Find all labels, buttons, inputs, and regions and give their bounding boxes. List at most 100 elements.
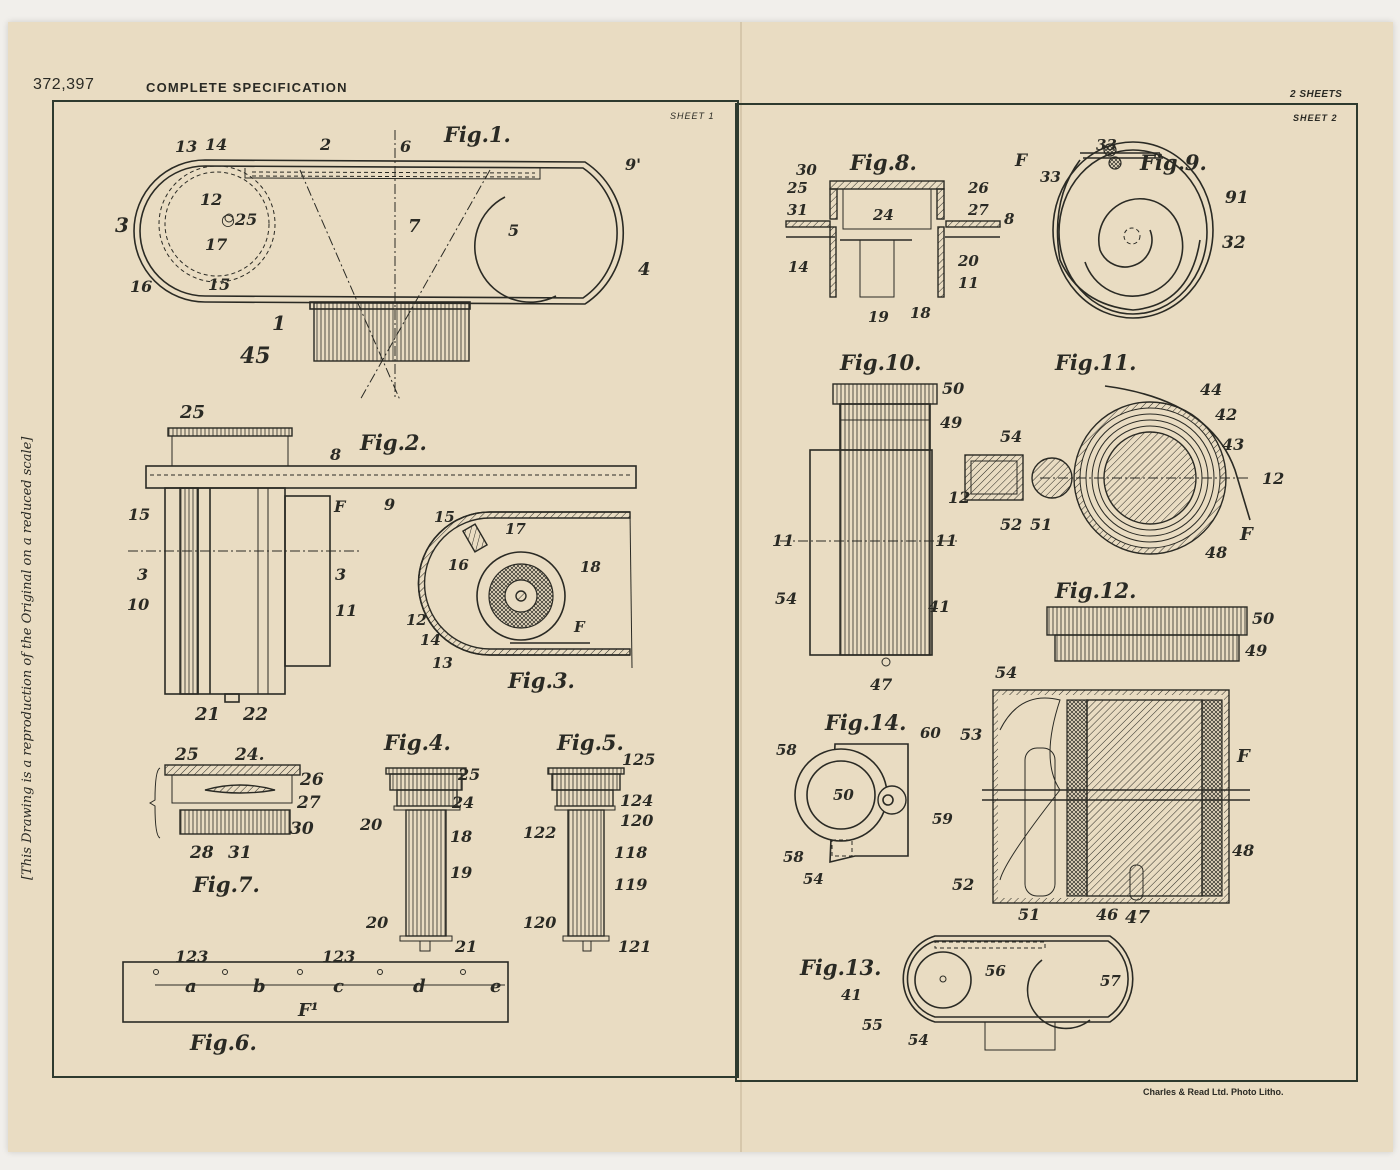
sheet-2-label: SHEET 2 [1293, 113, 1338, 123]
fig4-label: 24 [451, 793, 474, 812]
figure-12: Fig.12. 50 49 54 53 F 48 52 51 46 47 [952, 578, 1274, 928]
fig13-label: 55 [862, 1016, 883, 1034]
fig12-label: 49 [1245, 641, 1267, 660]
fig9-label: 33 [1096, 136, 1117, 154]
fig1-label: 9' [625, 155, 641, 174]
fig10-label: 11 [772, 531, 794, 550]
fig8-label: 25 [786, 179, 808, 197]
figure-13: Fig.13. 56 57 41 55 54 [799, 935, 1134, 1051]
fig13-title: Fig.13. [799, 955, 881, 980]
fig6-label: a [185, 976, 197, 997]
fig1-label: 5 [508, 221, 519, 240]
fig2-label: 10 [127, 595, 149, 614]
fig5-label: 119 [614, 875, 647, 894]
patent-sheet [8, 22, 1393, 1152]
fig4-label: 18 [450, 827, 472, 846]
fig14-label: 58 [776, 741, 797, 759]
fig3-label: 16 [448, 556, 469, 574]
fig7-label: 26 [299, 770, 324, 790]
fig8-label: 8 [1004, 210, 1015, 228]
fig10-label: 41 [928, 597, 950, 616]
fig2-label: 9 [384, 495, 395, 514]
fig14-label: 58 [783, 848, 804, 866]
fig12-title: Fig.12. [1054, 578, 1136, 603]
fig2-label: 21 [194, 704, 220, 725]
fig3-label: 17 [505, 520, 526, 538]
figure-3: Fig.3. 15 17 16 18 12 14 F 13 [406, 508, 633, 693]
fig2-label: 3 [335, 565, 346, 584]
fig11-label: 12 [1262, 469, 1284, 488]
fig1-label: 15 [208, 275, 230, 294]
fig1-label: 13 [175, 137, 197, 156]
fig8-label: 11 [958, 274, 979, 292]
fig14-label: 54 [803, 870, 824, 888]
printer-credit: Charles & Read Ltd. Photo Litho. [1143, 1087, 1284, 1097]
fig9-label: F [1014, 151, 1029, 171]
figure-14: Fig.14. 60 58 50 59 58 54 [776, 710, 953, 888]
sheet-1-frame [52, 100, 739, 1078]
fig5-label: 122 [523, 823, 556, 842]
sheet-1-label: SHEET 1 [670, 111, 715, 121]
fig10-title: Fig.10. [839, 350, 921, 375]
fig8-label: 14 [788, 258, 809, 276]
sheets-count: 2 SHEETS [1290, 89, 1343, 100]
fig13-label: 41 [841, 986, 862, 1004]
fig11-label: 44 [1200, 380, 1222, 399]
fig6-label: 123 [322, 947, 355, 966]
fig11-label: 48 [1205, 543, 1227, 562]
document-title: COMPLETE SPECIFICATION [146, 80, 348, 95]
fig11-label: 51 [1030, 515, 1052, 534]
fig12-label: 50 [1252, 609, 1274, 628]
figure-1: Fig.1. 13 14 2 6 9' 12 ○25 3 7 5 17 4 16 [115, 122, 651, 401]
fig6-label: e [490, 976, 501, 997]
patent-number: 372,397 [33, 76, 95, 93]
fig2-label: 15 [128, 505, 150, 524]
fig13-label: 54 [908, 1031, 929, 1049]
fig8-label: 24 [872, 206, 894, 224]
fig6-title: Fig.6. [189, 1030, 257, 1055]
fig14-label: 60 [920, 724, 941, 742]
fig8-label: 27 [967, 201, 989, 219]
fig1-label: ○25 [221, 210, 257, 229]
fig1-label: 14 [205, 135, 227, 154]
figure-8: Fig.8. 30 25 26 31 24 27 8 20 14 11 19 1… [785, 150, 1015, 326]
fig1-label: 1 [272, 311, 286, 335]
fig1-label: 6 [400, 137, 411, 156]
fig6-label: F¹ [297, 1000, 319, 1021]
figure-9: Fig.9. F 33 33 91 32 [1014, 136, 1249, 319]
figure-6: Fig.6. 123 123 a b c d e F¹ [122, 947, 509, 1055]
figure-7: Fig.7. 25 24. 26 27 30 28 31 [149, 745, 324, 897]
fig3-label: 14 [420, 631, 441, 649]
fig12-label: 48 [1232, 841, 1254, 860]
fig1-label: 17 [205, 235, 227, 254]
fig10-label: 50 [942, 379, 964, 398]
fig1-label: 45 [240, 343, 271, 369]
fig1-label: 4 [638, 259, 651, 280]
fig11-label: 52 [1000, 515, 1022, 534]
figure-2: Fig.2. 25 8 9 15 F 3 3 10 11 21 22 [127, 402, 637, 725]
figure-10: Fig.10. 50 49 11 11 54 41 47 [772, 350, 964, 694]
fig4-label: 19 [450, 863, 472, 882]
fig12-label: 46 [1096, 905, 1118, 924]
fig8-label: 31 [787, 201, 808, 219]
fig9-label: 32 [1222, 233, 1246, 253]
fig3-title: Fig.3. [507, 668, 575, 693]
fig2-label: 25 [179, 402, 205, 423]
fig3-label: 13 [432, 654, 453, 672]
fig3-label: 18 [580, 558, 601, 576]
fig7-label: 30 [290, 819, 314, 839]
fig11-label: 54 [1000, 427, 1022, 446]
fig1-label: 16 [130, 277, 152, 296]
fig11-label: F [1239, 524, 1254, 545]
fig12-label: 53 [960, 725, 982, 744]
fig8-label: 18 [910, 304, 931, 322]
sheet-2-frame [735, 103, 1358, 1082]
figure-5: Fig.5. 125 124 122 120 118 119 120 121 [523, 730, 655, 956]
fig11-label: 12 [948, 488, 970, 507]
fig7-label: 28 [189, 843, 214, 863]
fig1-label: 2 [319, 135, 331, 154]
fig10-label: 54 [775, 589, 797, 608]
fig4-label: 20 [365, 913, 388, 932]
fig9-label: 91 [1225, 188, 1249, 208]
